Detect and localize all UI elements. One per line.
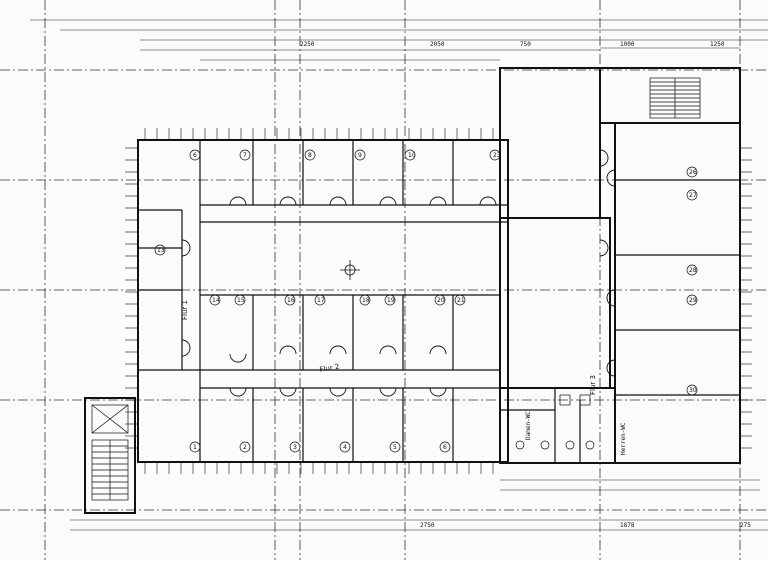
room-number: 21 (457, 297, 465, 304)
wc-label: Herren-WC (620, 422, 627, 455)
room-number: 3 (293, 444, 297, 451)
room-number-circle (359, 294, 371, 306)
bottom-dimension: 1878 (620, 522, 635, 529)
room-number-circle (686, 294, 698, 306)
room-number-circle (239, 149, 251, 161)
stairwell-bottom (91, 404, 129, 501)
room-number: 29 (689, 297, 697, 304)
room-number-circle (439, 441, 451, 453)
room-number: 6 (443, 444, 447, 451)
room-number: 10 (408, 152, 416, 159)
centre-marker (340, 260, 360, 280)
room-number-circle (434, 294, 446, 306)
flur-label: Flur 2 (319, 363, 340, 374)
room-number-circle (686, 264, 698, 276)
partitions (138, 140, 740, 462)
room-number: 4 (343, 444, 347, 451)
room-number: 2 (243, 444, 247, 451)
room-number-circle (686, 166, 698, 178)
room-number: 23 (493, 152, 501, 159)
room-number-circle (686, 384, 698, 396)
room-number-circle (384, 294, 396, 306)
wc-label: Damen-WC (525, 411, 532, 440)
room-number-circle (339, 441, 351, 453)
bottom-dimension: 275 (740, 522, 751, 529)
room-number: 5 (393, 444, 397, 451)
room-number: 15 (237, 297, 245, 304)
room-number-circle (489, 149, 501, 161)
room-number-circle (189, 441, 201, 453)
door-swings (181, 149, 616, 397)
room-number-circle (284, 294, 296, 306)
room-number-circle (289, 441, 301, 453)
top-dimension: 1000 (620, 41, 635, 48)
dimension-lines-bottom (70, 479, 768, 531)
dimension-lines-top (30, 19, 768, 61)
room-number: 13 (157, 247, 165, 254)
top-dimension: 2250 (300, 41, 315, 48)
room-number-circle (404, 149, 416, 161)
room-number: 6 (193, 152, 197, 159)
room-number: 26 (689, 169, 697, 176)
flur-label: Flur 3 (589, 375, 597, 395)
room-number-circle (354, 149, 366, 161)
room-number-circle (239, 441, 251, 453)
top-dimension: 2050 (430, 41, 445, 48)
room-number-circle (234, 294, 246, 306)
top-dimension: 1250 (710, 41, 725, 48)
room-number: 17 (317, 297, 325, 304)
room-number: 27 (689, 192, 697, 199)
walls (84, 67, 741, 514)
room-number: 9 (358, 152, 362, 159)
bottom-dimension: 2750 (420, 522, 435, 529)
room-number-circle (209, 294, 221, 306)
room-number: 14 (212, 297, 220, 304)
room-number-circle (389, 441, 401, 453)
room-number-circle (154, 244, 166, 256)
room-number: 16 (287, 297, 295, 304)
room-number: 30 (689, 387, 697, 394)
stairwell-top (649, 77, 701, 119)
room-number-circle (454, 294, 466, 306)
room-number: 1 (193, 444, 197, 451)
room-number: 19 (387, 297, 395, 304)
room-number: 28 (689, 267, 697, 274)
room-number: 7 (243, 152, 247, 159)
top-dimension: 750 (520, 41, 531, 48)
wc-fixtures (515, 394, 595, 450)
room-number: 18 (362, 297, 370, 304)
facade-ticks (125, 128, 752, 474)
room-number-circle (686, 189, 698, 201)
flur-label: Flur 1 (181, 300, 189, 320)
room-number: 20 (437, 297, 445, 304)
room-number-circle (314, 294, 326, 306)
room-number: 8 (308, 152, 312, 159)
room-number-circle (189, 149, 201, 161)
room-number-circle (304, 149, 316, 161)
